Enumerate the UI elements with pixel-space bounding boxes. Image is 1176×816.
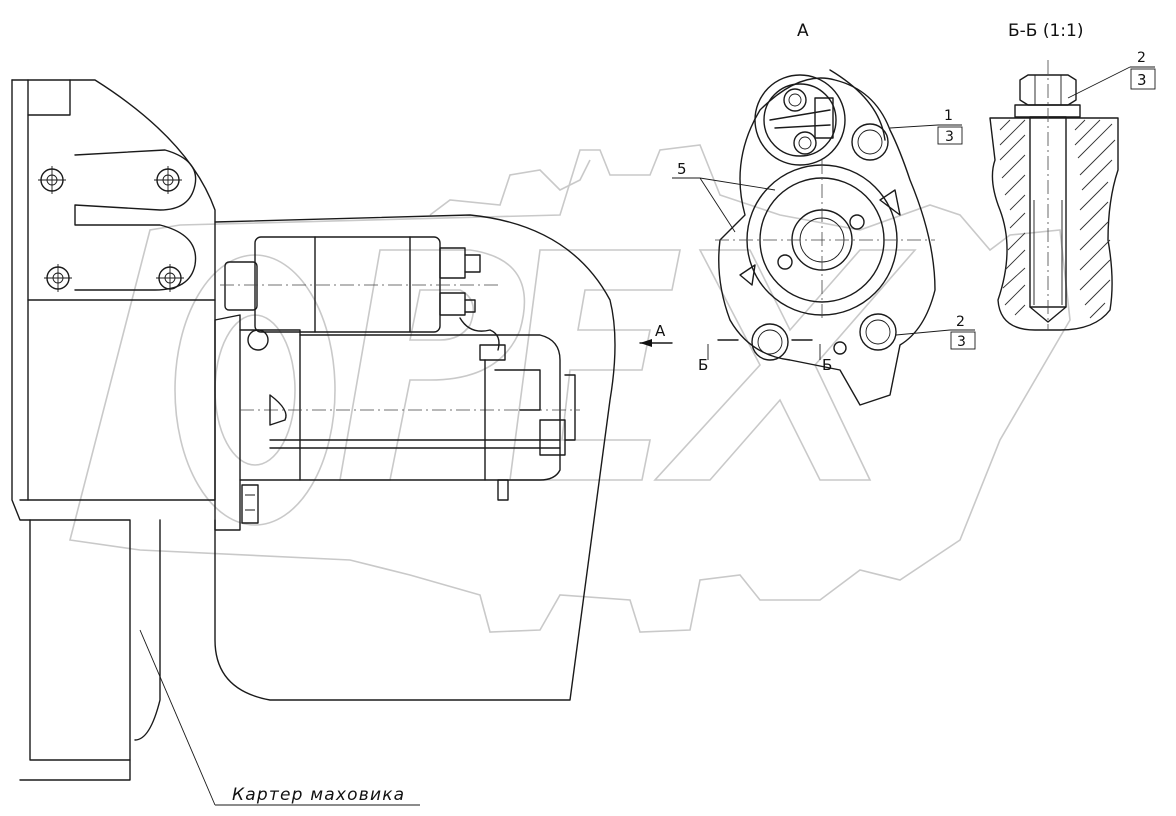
svg-text:1: 1 [944, 108, 953, 124]
flywheel-housing-caption: Картер маховика [139, 629, 420, 806]
caption-text: Картер маховика [232, 785, 405, 805]
section-mark-left: Б [698, 356, 708, 374]
callout-5: 5 [672, 160, 776, 233]
view-a-title: А [797, 21, 809, 41]
callout-1: 1 3 [889, 108, 963, 145]
view-arrow-a: А [639, 322, 673, 347]
section-mark-right: Б [822, 356, 832, 374]
callout-2-section: 2 3 [1067, 50, 1156, 99]
section-bb-title: Б-Б (1:1) [1008, 21, 1084, 41]
section-bb: Б-Б (1:1) [989, 21, 1119, 331]
view-arrow-label: А [655, 322, 666, 340]
svg-text:5: 5 [677, 160, 687, 178]
starter-motor [214, 236, 580, 531]
watermark-logo [69, 144, 1071, 633]
section-hatch [999, 119, 1116, 319]
housing-bolt [38, 166, 66, 194]
housing-bolt [154, 166, 182, 194]
flywheel-housing [11, 79, 616, 781]
svg-text:2: 2 [1137, 50, 1146, 66]
view-a: А Б Б [698, 21, 936, 406]
callout-2-view: 2 3 [895, 314, 976, 350]
svg-text:2: 2 [956, 314, 965, 330]
housing-bolt [156, 264, 184, 292]
housing-bolt [44, 264, 72, 292]
svg-text:3: 3 [1137, 71, 1147, 89]
svg-text:3: 3 [945, 129, 954, 145]
svg-text:3: 3 [957, 334, 966, 350]
